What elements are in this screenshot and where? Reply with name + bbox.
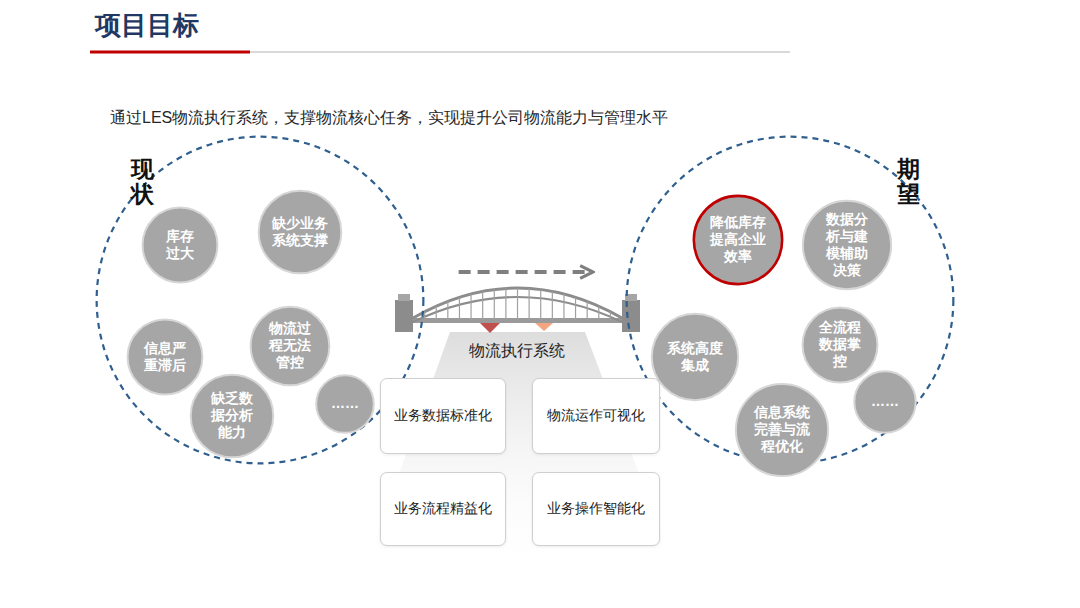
circle-text: 降低库存提高企业效率 — [708, 214, 768, 265]
circle-fill — [652, 314, 738, 400]
circle-label: 系统高度集成 — [665, 340, 725, 374]
bridge-hanger — [459, 297, 460, 320]
circle-text: 缺少业务系统支撑 — [270, 215, 330, 249]
circle-fill — [251, 307, 330, 386]
bridge-marker — [535, 323, 553, 331]
circle-fill — [803, 201, 891, 289]
box-label: 业务数据标准化 — [388, 407, 498, 425]
circle-fill — [128, 320, 203, 395]
box-label: 业务流程精益化 — [388, 500, 498, 518]
bridge-hanger — [505, 288, 506, 320]
issue-circle: …… — [315, 374, 375, 434]
circle-label: 库存过大 — [164, 228, 196, 262]
region-heading: 现状 — [131, 157, 154, 208]
circle-fill — [191, 375, 274, 458]
bridge-hangers — [425, 288, 611, 320]
issue-circle: 数据分析与建模辅助决策 — [801, 199, 893, 291]
bridge-caption: 物流执行系统 — [469, 341, 565, 362]
page-title: 项目目标 — [95, 8, 199, 43]
circle-label: 缺乏数据分析能力 — [209, 390, 255, 441]
circle-label: …… — [868, 393, 902, 410]
circle-fill — [854, 371, 915, 432]
circle-fill — [803, 308, 878, 383]
circle-text: 数据分析与建模辅助决策 — [824, 211, 870, 279]
capability-box: 业务流程精益化 — [380, 472, 506, 546]
bridge-hanger — [552, 291, 553, 320]
circle-text: …… — [328, 395, 362, 412]
issue-circle: 系统高度集成 — [650, 312, 740, 402]
title-underline — [90, 51, 250, 54]
capability-box: 物流运作可视化 — [532, 378, 660, 454]
bridge-hanger — [598, 306, 599, 320]
box-label: 业务操作智能化 — [541, 500, 651, 518]
issue-circle: 缺少业务系统支撑 — [257, 189, 343, 275]
light-fan — [368, 332, 672, 560]
dashed-outline — [97, 137, 424, 464]
circle-label: 缺少业务系统支撑 — [270, 215, 330, 249]
issue-circle: 物流过程无法管控 — [249, 305, 331, 387]
circle-fill — [736, 384, 828, 476]
issue-circle: 缺乏数据分析能力 — [189, 373, 275, 459]
circle-text: 全流程数据掌控 — [817, 319, 863, 370]
circle-text: 信息系统完善与流程优化 — [752, 404, 812, 455]
issue-circle: 全流程数据掌控 — [801, 306, 879, 384]
dashed-arrow — [459, 270, 592, 274]
issue-circle: 库存过大 — [141, 206, 219, 284]
capability-box: 业务操作智能化 — [532, 472, 660, 546]
circle-text: 系统高度集成 — [665, 340, 725, 374]
circle-label: 信息系统完善与流程优化 — [752, 404, 812, 455]
issue-circle: 降低库存提高企业效率 — [692, 194, 784, 286]
circle-fill — [143, 208, 218, 283]
circle-label: 全流程数据掌控 — [817, 319, 863, 370]
issue-circle: 信息系统完善与流程优化 — [734, 382, 830, 478]
bridge-hanger — [517, 288, 518, 320]
issue-circle: …… — [853, 370, 917, 434]
circle-fill — [316, 375, 374, 433]
circle-text: 库存过大 — [164, 228, 196, 262]
bridge-illustration — [395, 288, 640, 333]
state-region: 现状库存过大 缺少业务系统支撑信息严重滞后 物流过程无法管控缺乏数据分析能力 …… — [95, 135, 425, 465]
circle-text: 缺乏数据分析能力 — [209, 390, 255, 441]
bridge-hanger — [424, 312, 425, 320]
state-region: 期望降低库存提高企业效率 数据分析与建模辅助决策系统高度集成 全流程数据掌控信息系统… — [625, 135, 955, 465]
circle-label: 降低库存提高企业效率 — [708, 214, 768, 265]
bridge-tower — [395, 300, 413, 332]
bridge-hanger — [540, 289, 541, 320]
circle-label: 信息严重滞后 — [142, 340, 188, 374]
bridge-hanger — [482, 291, 483, 320]
circle-fill — [694, 196, 782, 284]
bridge-hanger — [563, 294, 564, 320]
bridge-hanger — [587, 301, 588, 320]
circle-label: …… — [328, 395, 362, 412]
region-heading: 期望 — [897, 157, 920, 208]
dashed-outline — [627, 137, 954, 464]
bridge-marker — [480, 323, 500, 333]
circle-fill — [259, 191, 342, 274]
bridge-hanger — [447, 301, 448, 320]
bridge-hanger — [610, 312, 611, 320]
bridge-hanger — [529, 288, 530, 320]
bridge-hanger — [436, 306, 437, 320]
bridge-tower — [622, 300, 640, 332]
circle-label: 数据分析与建模辅助决策 — [824, 211, 870, 279]
bridge-tower-top — [398, 294, 410, 301]
title-rule — [250, 51, 790, 53]
issue-circle: 信息严重滞后 — [126, 318, 204, 396]
circle-text: 信息严重滞后 — [142, 340, 188, 374]
capability-box: 业务数据标准化 — [380, 378, 506, 454]
circle-label: 物流过程无法管控 — [267, 320, 313, 371]
subtitle: 通过LES物流执行系统，支撑物流核心任务，实现提升公司物流能力与管理水平 — [110, 108, 668, 129]
bridge-hanger — [470, 294, 471, 320]
circle-text: 物流过程无法管控 — [267, 320, 313, 371]
box-label: 物流运作可视化 — [541, 407, 651, 425]
bridge-hanger — [575, 297, 576, 320]
circle-text: …… — [868, 393, 902, 410]
bridge-hanger — [494, 289, 495, 320]
